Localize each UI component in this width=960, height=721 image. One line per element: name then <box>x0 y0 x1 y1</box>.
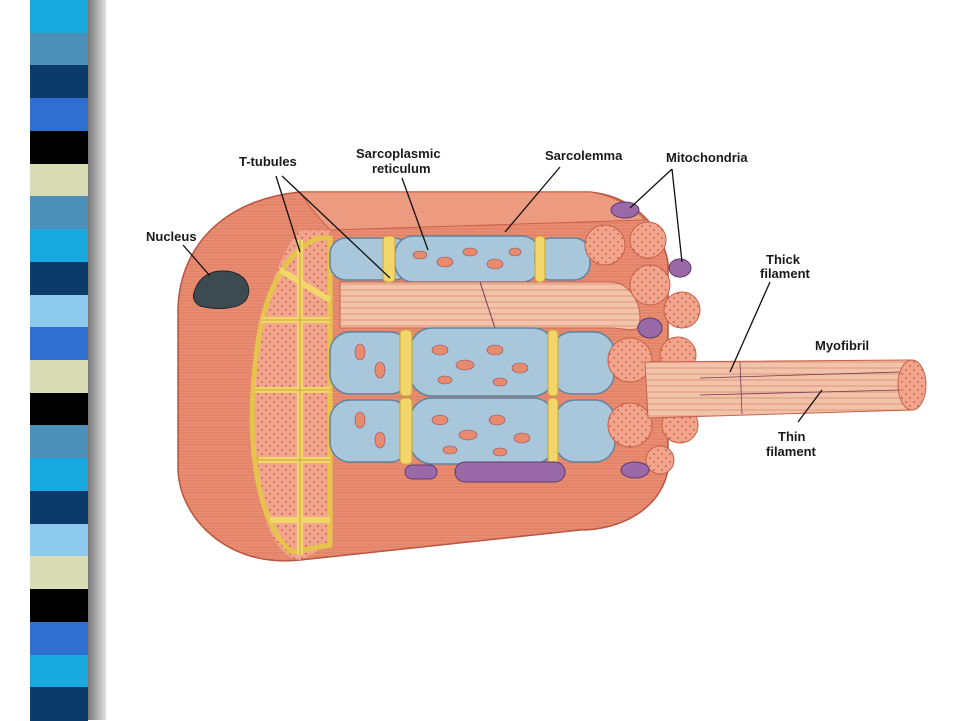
label-myofibril: Myofibril <box>815 338 869 353</box>
stripe-block <box>30 130 88 165</box>
label-sarcoplasmic-2: reticulum <box>372 161 431 176</box>
sr-segment <box>409 397 556 465</box>
cross-section-interior <box>249 235 333 555</box>
mitochondrion <box>454 461 566 483</box>
label-t-tubules: T-tubules <box>239 154 297 169</box>
sr-segment <box>409 327 556 397</box>
stripe-block <box>30 196 88 231</box>
mitochondria-group <box>404 201 692 483</box>
nucleus <box>192 270 250 309</box>
stripe-block <box>30 65 88 100</box>
mitochondrion <box>668 258 692 278</box>
stripe-shadow <box>88 0 106 720</box>
stripe-block <box>30 654 88 689</box>
stripe-block <box>30 490 88 525</box>
stripe-block <box>30 621 88 656</box>
stripe-block <box>30 523 88 558</box>
stripe-block <box>30 392 88 427</box>
label-thick-2: filament <box>760 266 811 281</box>
stripe-block <box>30 425 88 460</box>
myofibril-end <box>897 359 927 411</box>
sarcolemma-surface <box>299 191 647 231</box>
sr-segment <box>554 399 616 463</box>
sr-segment <box>329 399 411 463</box>
label-thin-1: Thin <box>778 429 805 444</box>
mitochondrion <box>404 464 438 480</box>
decorative-stripe-bar <box>0 0 110 721</box>
stripe-block <box>30 294 88 329</box>
label-sarcoplasmic-1: Sarcoplasmic <box>356 146 441 161</box>
protruding-myofibril <box>644 359 924 419</box>
mitochondrion <box>620 461 650 479</box>
stripe-block <box>30 32 88 67</box>
exposed-myofibril <box>339 281 641 331</box>
stripe-block <box>30 556 88 591</box>
stripe-block <box>30 360 88 394</box>
stripe-block <box>30 98 88 132</box>
stripe-block <box>30 687 88 721</box>
stripe-block <box>30 229 88 263</box>
stripe-block <box>30 0 88 34</box>
stripe-block <box>30 327 88 361</box>
label-thin-2: filament <box>766 444 817 459</box>
mitochondrion <box>637 317 663 339</box>
sr-segment <box>394 235 541 283</box>
stripe-block <box>30 163 88 198</box>
stripe-block <box>30 458 88 492</box>
stripe-block <box>30 589 88 623</box>
label-mitochondria: Mitochondria <box>666 150 748 165</box>
label-sarcolemma: Sarcolemma <box>545 148 623 163</box>
leader-lines <box>182 166 823 423</box>
label-thick-1: Thick <box>766 252 801 267</box>
label-nucleus: Nucleus <box>146 229 197 244</box>
sr-segment <box>551 331 615 395</box>
sr-segment <box>329 331 411 395</box>
stripe-block <box>30 261 88 296</box>
